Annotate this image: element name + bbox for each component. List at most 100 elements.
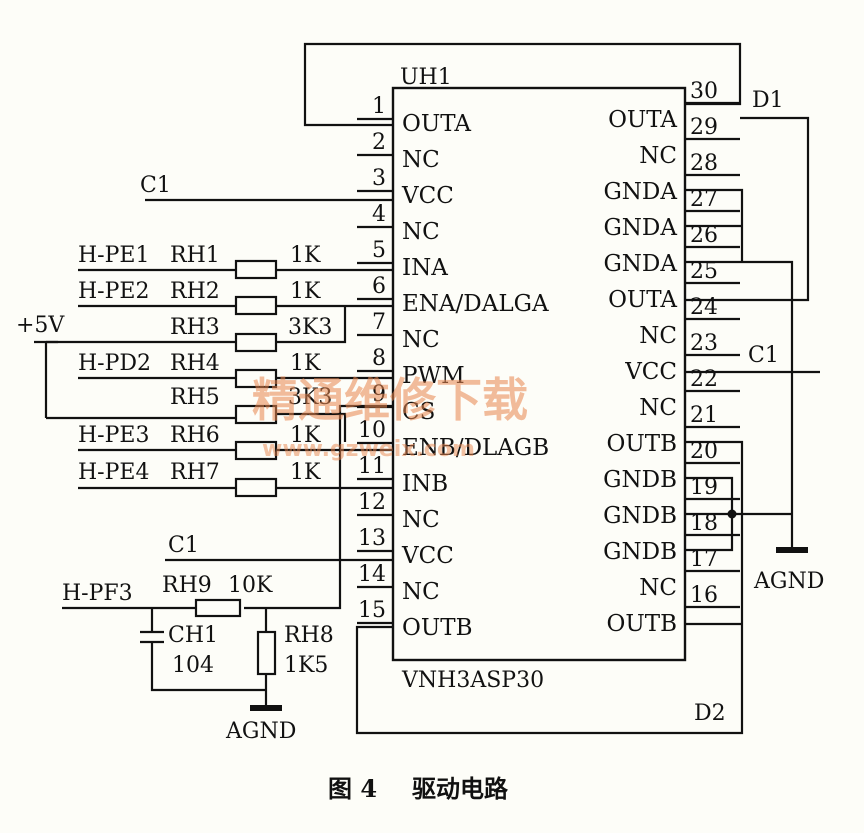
right-pin-name: NC bbox=[639, 575, 677, 601]
net-label-hpe2: H-PE2 bbox=[78, 279, 149, 304]
left-pin-number: 13 bbox=[358, 526, 386, 551]
figure-title: 驱动电路 bbox=[412, 774, 509, 803]
left-pin-name: NC bbox=[402, 507, 440, 533]
right-pin-name: NC bbox=[639, 395, 677, 421]
right-pin-number: 27 bbox=[690, 187, 718, 212]
left-pin-name: INB bbox=[402, 471, 448, 497]
right-pin-number: 16 bbox=[690, 583, 718, 608]
rh3-value: 3K3 bbox=[288, 315, 332, 340]
net-label-c1-bottom: C1 bbox=[168, 533, 199, 558]
resistor-rh7 bbox=[234, 477, 278, 498]
right-pin-name: NC bbox=[639, 323, 677, 349]
right-pin-number: 22 bbox=[690, 367, 718, 392]
resistor-rh1 bbox=[234, 259, 278, 280]
chip-part-label: VNH3ASP30 bbox=[401, 668, 544, 693]
right-pin-number: 20 bbox=[690, 439, 718, 464]
left-pin-number: 6 bbox=[372, 274, 386, 299]
ch1-value: 104 bbox=[172, 653, 214, 678]
right-pin-number: 21 bbox=[690, 403, 718, 428]
net-label-agnd-right: AGND bbox=[753, 569, 824, 594]
right-pin-number: 25 bbox=[690, 259, 718, 284]
left-pin-name: OUTA bbox=[402, 111, 471, 137]
net-label-c1-right: C1 bbox=[748, 343, 779, 368]
rh8-value: 1K5 bbox=[284, 653, 328, 678]
net-label-d2: D2 bbox=[694, 701, 726, 726]
right-pin-name: OUTA bbox=[608, 287, 677, 313]
left-pin-name: PWM bbox=[402, 363, 465, 389]
left-pin-number: 8 bbox=[372, 346, 386, 371]
right-pin-number: 26 bbox=[690, 223, 718, 248]
ch1-ref: CH1 bbox=[168, 623, 218, 648]
wire-rh3-to-ena bbox=[276, 306, 347, 344]
resistor-rh3 bbox=[234, 332, 278, 353]
left-pin-number: 1 bbox=[372, 94, 386, 119]
right-pin-number: 28 bbox=[690, 151, 718, 176]
wire-d1 bbox=[685, 116, 810, 302]
wire-cs-to-filter bbox=[244, 404, 393, 610]
left-pin-name: ENB/DLAGB bbox=[402, 435, 549, 461]
net-label-hpe3: H-PE3 bbox=[78, 423, 149, 448]
right-pin-name: GNDB bbox=[603, 503, 677, 529]
chip-body bbox=[391, 86, 687, 662]
resistor-rh9 bbox=[194, 598, 242, 618]
right-pin-name: GNDA bbox=[603, 215, 677, 241]
rh7-value: 1K bbox=[290, 460, 321, 485]
left-pin-name: INA bbox=[402, 255, 448, 281]
left-pin-name: CS bbox=[402, 399, 435, 425]
rh2-value: 1K bbox=[290, 279, 321, 304]
junction-dot-gndb bbox=[727, 509, 737, 519]
wire-ch1-to-gnd bbox=[150, 642, 266, 692]
left-pin-name: VCC bbox=[401, 183, 454, 209]
right-pin-number: 17 bbox=[690, 547, 718, 572]
chip-ref-label: UH1 bbox=[400, 65, 452, 90]
right-pin-name: GNDB bbox=[603, 467, 677, 493]
right-pin-name: GNDB bbox=[603, 539, 677, 565]
left-pin-number: 5 bbox=[372, 238, 386, 263]
rh9-ref: RH9 bbox=[162, 573, 212, 598]
net-label-c1-top: C1 bbox=[140, 173, 171, 198]
net-label-5v: +5V bbox=[16, 313, 65, 338]
wire-rh5-to-enb bbox=[276, 412, 347, 442]
rh8-ref: RH8 bbox=[284, 623, 334, 648]
resistor-rh8 bbox=[256, 630, 277, 676]
rh1-ref: RH1 bbox=[170, 243, 220, 268]
rh9-value: 10K bbox=[228, 573, 273, 598]
rh3-ref: RH3 bbox=[170, 315, 220, 340]
net-label-hpf3: H-PF3 bbox=[62, 581, 133, 606]
resistor-rh2 bbox=[234, 295, 278, 316]
right-pin-number: 24 bbox=[690, 295, 718, 320]
rh5-value: 3K3 bbox=[288, 385, 332, 410]
left-pin-number: 15 bbox=[358, 598, 386, 623]
rh6-value: 1K bbox=[290, 423, 321, 448]
left-pin-number: 14 bbox=[358, 562, 386, 587]
left-pin-number: 2 bbox=[372, 130, 386, 155]
left-pin-name: NC bbox=[402, 147, 440, 173]
rh4-value: 1K bbox=[290, 351, 321, 376]
wire-outb-bus bbox=[355, 440, 744, 735]
right-pin-number: 18 bbox=[690, 511, 718, 536]
rh6-ref: RH6 bbox=[170, 423, 220, 448]
right-pin-number: 19 bbox=[690, 475, 718, 500]
left-pin-number: 11 bbox=[358, 454, 386, 479]
wire-gnda-to-agnd bbox=[685, 260, 794, 548]
rh7-ref: RH7 bbox=[170, 460, 220, 485]
watermark-url: www.gzweix.com bbox=[262, 437, 475, 462]
rh5-ref: RH5 bbox=[170, 385, 220, 410]
rh2-ref: RH2 bbox=[170, 279, 220, 304]
net-label-hpe1: H-PE1 bbox=[78, 243, 149, 268]
rh4-ref: RH4 bbox=[170, 351, 220, 376]
right-pin-name: GNDA bbox=[603, 179, 677, 205]
left-pin-number: 4 bbox=[372, 202, 386, 227]
left-pin-name: NC bbox=[402, 219, 440, 245]
left-pin-name: OUTB bbox=[402, 615, 472, 641]
watermark-cn: 精通维修下载 bbox=[252, 373, 528, 427]
right-pin-number: 29 bbox=[690, 115, 718, 140]
left-pin-number: 9 bbox=[372, 382, 386, 407]
left-pin-group: 1OUTA2NC3VCC4NC5INA6ENA/DALGA7NC8PWM9CS1… bbox=[357, 94, 549, 641]
left-pin-name: NC bbox=[402, 327, 440, 353]
net-label-d1: D1 bbox=[752, 88, 784, 113]
rh1-value: 1K bbox=[290, 243, 321, 268]
right-pin-name: OUTB bbox=[607, 611, 677, 637]
